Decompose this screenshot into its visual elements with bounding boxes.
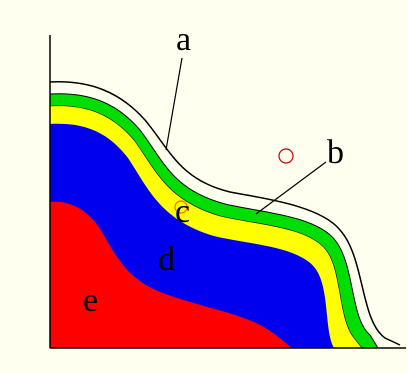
leader-line-b <box>255 161 327 215</box>
label-d: d <box>158 241 175 278</box>
blue-bottom-notch <box>290 343 334 348</box>
red-circle-marker <box>278 148 294 164</box>
label-b: b <box>327 134 344 171</box>
label-e: e <box>83 282 98 319</box>
c-circle-marker <box>174 200 188 214</box>
outer-boundary-line <box>49 81 401 346</box>
red-layer <box>50 201 292 348</box>
label-c: c <box>175 193 190 230</box>
leader-line-a <box>165 57 183 151</box>
label-a: a <box>176 21 191 58</box>
